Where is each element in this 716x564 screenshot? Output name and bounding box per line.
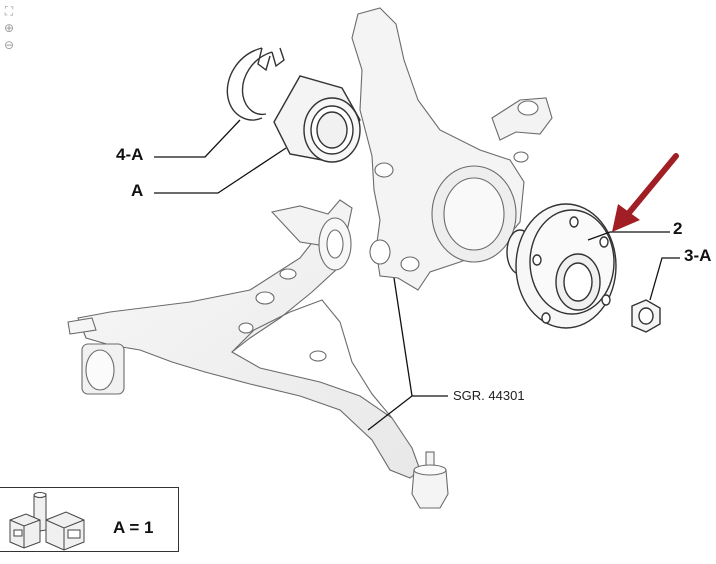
parts-kit-icon [9, 492, 85, 551]
reference-note: SGR. 44301 [453, 388, 525, 403]
snap-ring-part [226, 47, 285, 121]
control-arm [77, 229, 421, 479]
steering-knuckle [351, 7, 553, 291]
fit-screen-icon[interactable]: ⛶ [4, 4, 14, 18]
ball-joint [411, 451, 449, 509]
pointer-arrow [612, 153, 679, 232]
callout-bearing: A [131, 181, 144, 200]
callout-snap-ring: 4-A [116, 145, 144, 164]
wheel-hub-part [506, 203, 617, 329]
legend-label: A = 1 [113, 518, 154, 537]
bearing-part [273, 75, 361, 163]
front-bushing [67, 317, 125, 395]
legend-box [0, 487, 179, 552]
leader-lines [154, 119, 680, 431]
callout-nut: 3-A [684, 246, 712, 265]
zoom-out-icon[interactable]: ⊖ [3, 38, 15, 52]
zoom-toolbar: ⛶ ⊕ ⊖ [2, 4, 18, 52]
zoom-in-icon[interactable]: ⊕ [3, 21, 15, 35]
rear-bushing [270, 199, 353, 271]
hub-nut-part [631, 299, 661, 333]
callout-hub: 2 [673, 219, 683, 238]
